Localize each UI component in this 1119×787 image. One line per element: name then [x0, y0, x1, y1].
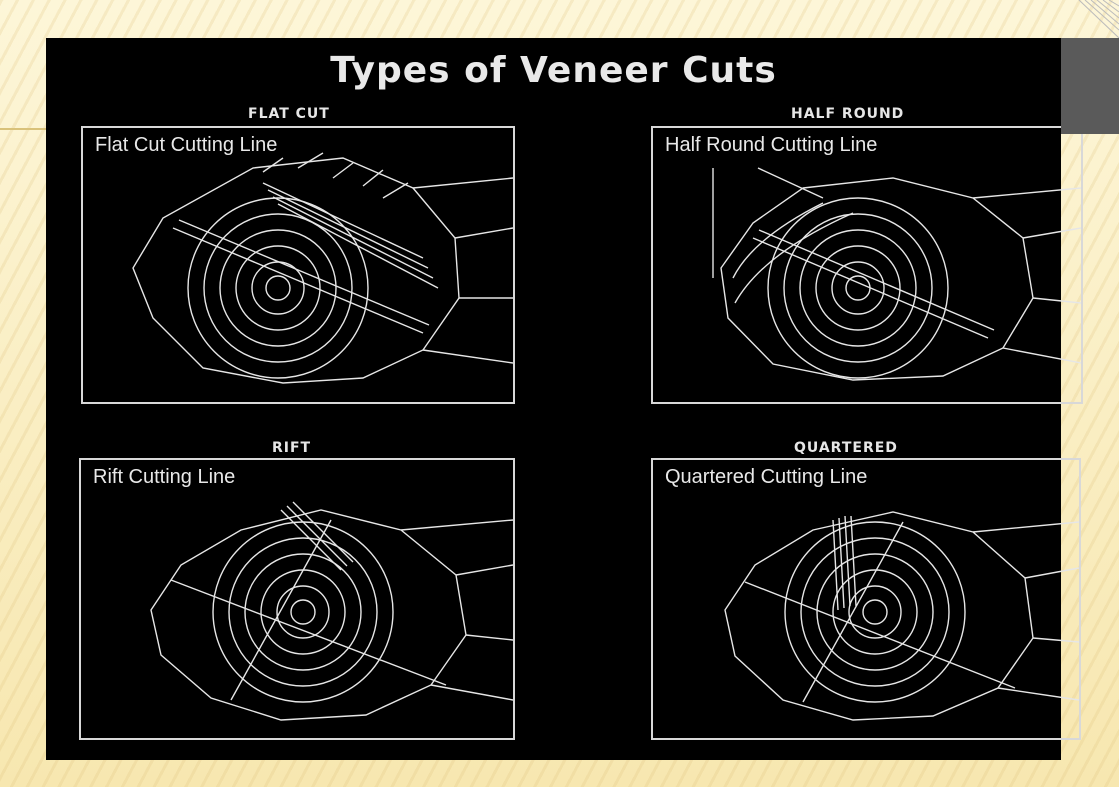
slide-divider: [0, 128, 46, 130]
corner-block: [1061, 38, 1119, 134]
rift-log-illustration: [81, 460, 513, 738]
flat-cut-log-illustration: [83, 128, 513, 402]
corner-decoration: [1049, 0, 1119, 40]
diagram-panel: Types of Veneer Cuts FLAT CUT Flat Cut C…: [46, 38, 1061, 760]
flat-cut-panel: Flat Cut Cutting Line: [81, 126, 515, 404]
rift-panel: Rift Cutting Line: [79, 458, 515, 740]
diagram-title: Types of Veneer Cuts: [46, 50, 1061, 91]
quartered-log-illustration: [653, 460, 1079, 738]
half-round-log-illustration: [653, 128, 1081, 402]
flat-cut-heading: FLAT CUT: [248, 106, 330, 122]
rift-heading: RIFT: [272, 440, 311, 456]
half-round-panel: Half Round Cutting Line: [651, 126, 1083, 404]
quartered-panel: Quartered Cutting Line: [651, 458, 1081, 740]
quartered-heading: QUARTERED: [794, 440, 898, 456]
half-round-heading: HALF ROUND: [791, 106, 904, 122]
